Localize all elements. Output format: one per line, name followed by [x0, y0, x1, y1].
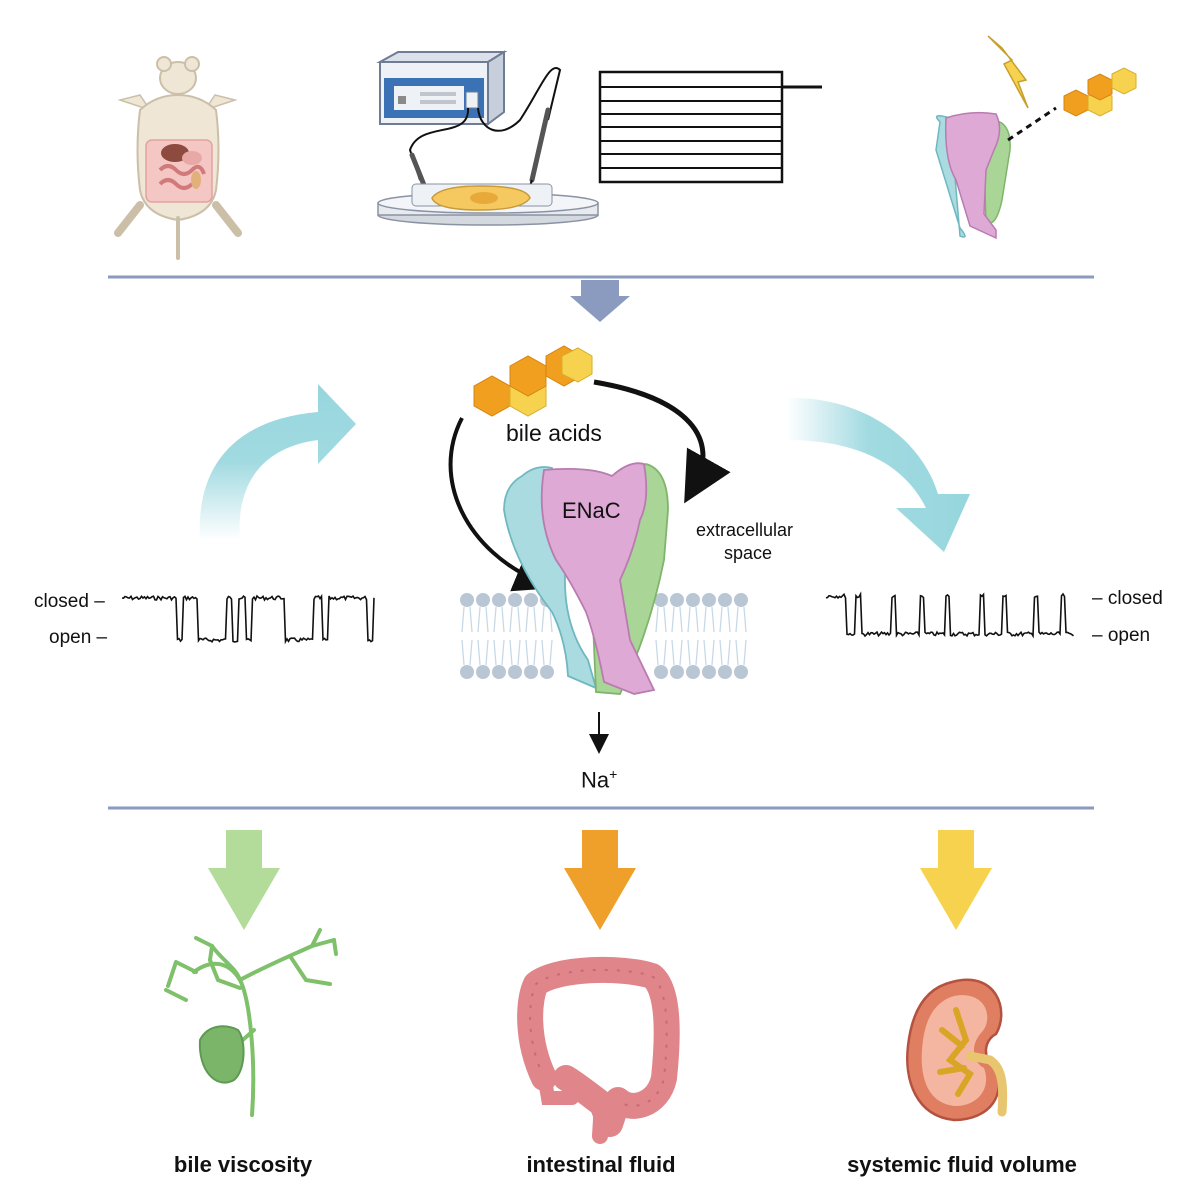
lipid-tail [719, 606, 731, 633]
lipid-tail [493, 606, 505, 633]
lipid-tail [461, 639, 473, 666]
lipid-head [540, 665, 554, 679]
lipid-tail [703, 606, 715, 633]
lipid-tail [541, 639, 553, 666]
sodium-charge: + [609, 766, 618, 782]
lipid-head [524, 665, 538, 679]
lipid-tail [509, 639, 521, 666]
lipid-head [508, 593, 522, 607]
lipid-head [508, 665, 522, 679]
lipid-head [654, 593, 668, 607]
lipid-tail [655, 606, 667, 633]
lipid-tail [655, 639, 667, 666]
lipid-head [654, 665, 668, 679]
right-open-label: – open [1092, 625, 1151, 646]
lipid-head [702, 665, 716, 679]
bile-acids-icon [473, 345, 593, 417]
enac-label: ENaC [562, 498, 621, 523]
lipid-head [476, 593, 490, 607]
extracellular-label-line2: space [724, 543, 773, 563]
lipid-tail [477, 606, 489, 633]
lipid-head [718, 665, 732, 679]
flow-arrow-left-icon [199, 384, 356, 540]
lipid-head [670, 593, 684, 607]
intestine-icon [517, 956, 680, 1144]
mouse-dissection-icon [114, 56, 242, 260]
down-arrow-icon [570, 280, 630, 322]
bile-acid-arrow-right [593, 379, 731, 504]
lipid-tail [509, 606, 521, 633]
trace-left [121, 593, 375, 645]
left-open-label: open – [49, 627, 108, 648]
lipid-tail [735, 639, 747, 666]
lipid-tail [477, 639, 489, 666]
lipid-head [718, 593, 732, 607]
lipid-head [670, 665, 684, 679]
lipid-tail [687, 606, 699, 633]
bile-acids-label: bile acids [506, 420, 602, 446]
lipid-tail [735, 606, 747, 633]
kidney-icon [906, 978, 1008, 1122]
extracellular-label-line1: extracellular [696, 520, 794, 540]
flow-arrow-right-icon [786, 397, 970, 552]
lipid-tail [671, 639, 683, 666]
sodium-label: Na+ [581, 766, 617, 793]
outcome-arrow-kidney [920, 830, 992, 930]
outcome-bile-viscosity: bile viscosity [173, 1152, 313, 1177]
outcome-arrow-intestine [564, 830, 636, 930]
lipid-head [734, 665, 748, 679]
lipid-tail [687, 639, 699, 666]
lipid-tail [671, 606, 683, 633]
lipid-head [460, 665, 474, 679]
bile-acid-arrow-left [448, 417, 555, 592]
lipid-head [702, 593, 716, 607]
lipid-tail [525, 639, 537, 666]
enac-channel-icon [503, 462, 669, 695]
outcome-systemic-fluid-volume: systemic fluid volume [847, 1152, 1077, 1177]
photoactivation-icon [935, 35, 1137, 240]
gallbladder-icon [164, 928, 338, 1117]
outcome-intestinal-fluid: intestinal fluid [526, 1152, 676, 1177]
right-closed-label: – closed [1092, 588, 1163, 609]
outcome-arrow-bile [208, 830, 280, 930]
lipid-head [460, 593, 474, 607]
lipid-tail [525, 606, 537, 633]
left-closed-label: closed – [34, 591, 105, 612]
lipid-tail [703, 639, 715, 666]
lipid-head [734, 593, 748, 607]
lipid-tail [493, 639, 505, 666]
lipid-head [686, 665, 700, 679]
lipid-head [686, 593, 700, 607]
lipid-head [524, 593, 538, 607]
lipid-head [492, 665, 506, 679]
trace-right [825, 591, 1074, 639]
lipid-head [476, 665, 490, 679]
voltage-protocol-icon [598, 70, 822, 184]
lipid-tail [719, 639, 731, 666]
lipid-tail [461, 606, 473, 633]
lipid-head [492, 593, 506, 607]
sodium-symbol: Na [581, 767, 610, 793]
patch-clamp-rig-icon [376, 50, 599, 226]
